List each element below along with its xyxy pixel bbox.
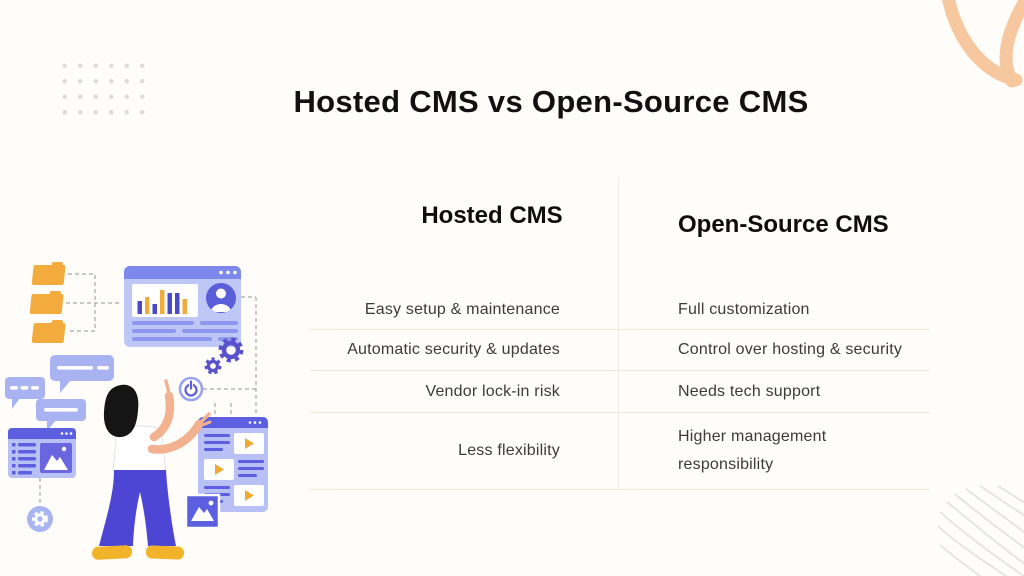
peach-curve — [942, 0, 1024, 88]
dashed-connectors — [39, 273, 257, 505]
analytics-browser-window — [124, 266, 241, 347]
user-avatar-icon — [206, 283, 236, 313]
dot-grid — [57, 58, 150, 121]
open-source-cell: Full customization — [678, 300, 810, 318]
gear-icon — [27, 506, 53, 532]
text-lines — [132, 321, 238, 341]
page-title: Hosted CMS vs Open-Source CMS — [293, 84, 809, 119]
table-header-row: Hosted CMS Open-Source CMS — [310, 178, 930, 290]
hosted-cell: Automatic security & updates — [347, 341, 560, 358]
table-row: Automatic security & updates Control ove… — [310, 330, 930, 371]
cms-illustration — [5, 262, 268, 560]
table-row: Vendor lock-in risk Needs tech support — [310, 371, 930, 413]
video-browser-window — [184, 417, 268, 530]
video-play-icon — [204, 433, 264, 506]
image-icon — [184, 493, 221, 530]
table-row: Less flexibility Higher management respo… — [310, 413, 930, 490]
column-header-open-source: Open-Source CMS — [678, 211, 889, 238]
column-divider — [618, 178, 619, 490]
folder-icon — [29, 262, 66, 343]
hosted-cell: Easy setup & maintenance — [364, 300, 560, 318]
image-icon — [40, 443, 72, 473]
table-row: Easy setup & maintenance Full customizat… — [310, 290, 930, 330]
gear-icon — [204, 337, 244, 375]
open-source-cell: Higher management responsibility — [618, 423, 930, 479]
open-source-cell: Control over hosting & security — [678, 341, 903, 358]
person-pointing — [92, 379, 212, 560]
hosted-cell: Vendor lock-in risk — [425, 382, 560, 400]
column-header-hosted: Hosted CMS — [421, 202, 563, 229]
open-source-cell-text: Higher management responsibility — [678, 428, 827, 473]
comparison-table: Hosted CMS Open-Source CMS Easy setup & … — [310, 178, 930, 490]
hosted-cell: Less flexibility — [458, 442, 560, 459]
open-source-cell: Needs tech support — [678, 382, 821, 400]
list-browser-window — [8, 428, 76, 478]
power-icon — [178, 376, 204, 402]
scribble-lines — [937, 486, 1024, 576]
speech-bubble-icon — [5, 355, 114, 431]
